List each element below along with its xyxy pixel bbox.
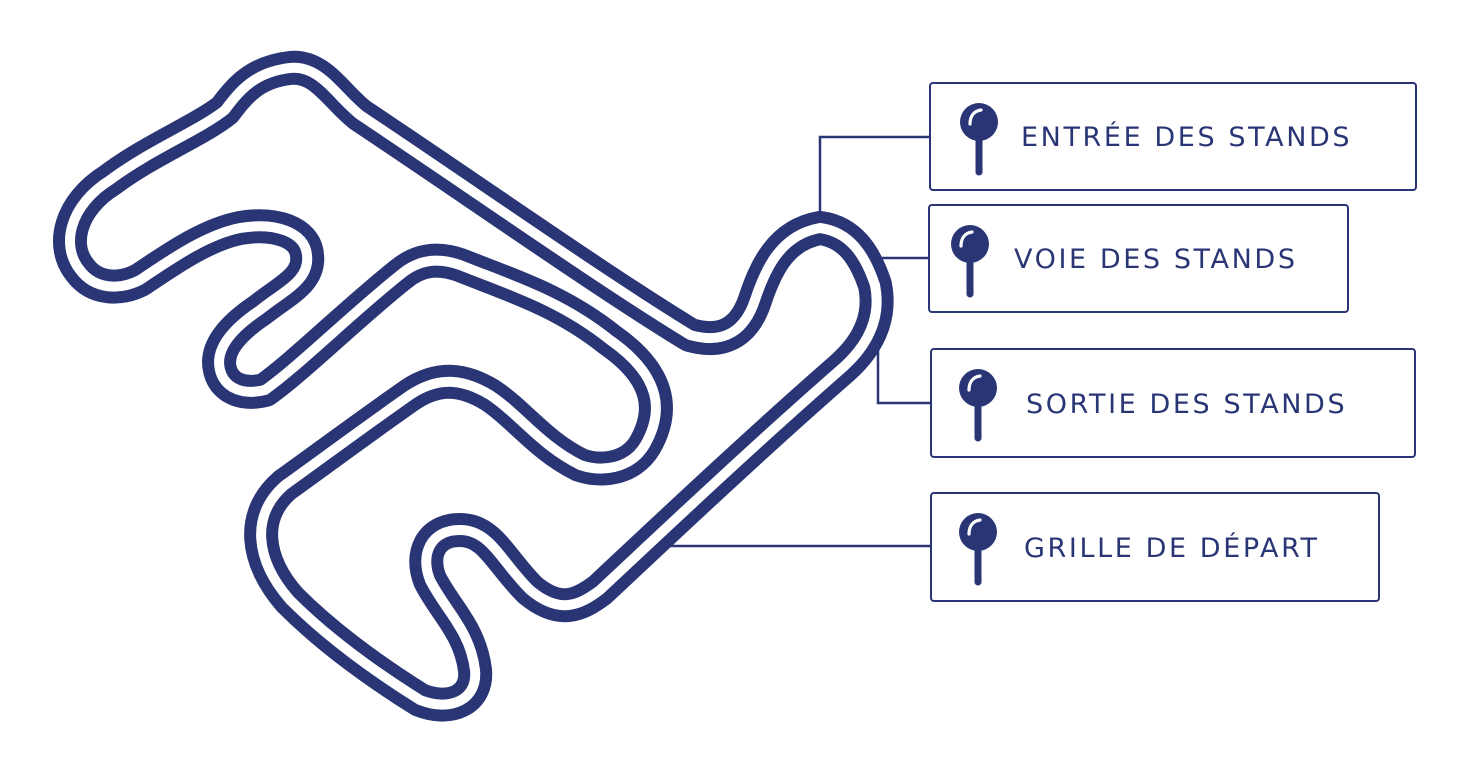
- map-pin-icon: [960, 103, 998, 176]
- legend-label: SORTIE DES STANDS: [1026, 389, 1348, 420]
- map-pin-icon: [951, 225, 989, 298]
- legend-item-entree-stands: ENTRÉE DES STANDS: [929, 82, 1417, 191]
- map-pin-icon: [959, 369, 997, 442]
- legend-label: VOIE DES STANDS: [1014, 244, 1298, 275]
- leader-line-entree-stands: [818, 135, 930, 215]
- map-pin-icon: [959, 513, 997, 586]
- legend-item-grille-depart: GRILLE DE DÉPART: [930, 492, 1380, 602]
- legend-item-voie-stands: VOIE DES STANDS: [928, 204, 1349, 313]
- legend-label: GRILLE DE DÉPART: [1024, 533, 1320, 564]
- legend-item-sortie-stands: SORTIE DES STANDS: [930, 348, 1416, 458]
- legend-label: ENTRÉE DES STANDS: [1021, 122, 1353, 153]
- leader-line-sortie-stands: [876, 330, 930, 405]
- track-outline-inner: [65, 62, 882, 710]
